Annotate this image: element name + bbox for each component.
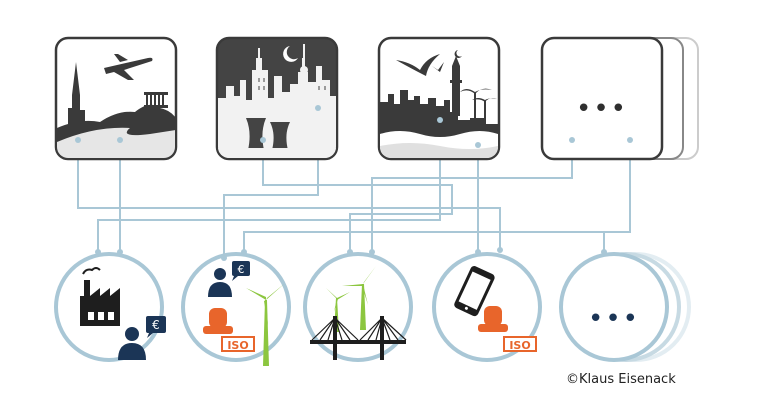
- euro-speech-bubble-icon: €: [232, 261, 250, 281]
- circle-sector-more: •••: [559, 252, 691, 362]
- minaret-icon: [450, 56, 462, 116]
- svg-text:ISO: ISO: [509, 339, 530, 352]
- skyline-shape: [218, 48, 336, 158]
- wind-turbine-icon: [342, 266, 376, 330]
- bird-icon: [432, 62, 444, 72]
- bird-icon: [396, 54, 440, 76]
- euro-speech-bubble-icon: €: [146, 316, 166, 338]
- connector-dots-bottom: [95, 247, 607, 261]
- crescent-icon: [454, 50, 462, 58]
- svg-text:€: €: [152, 318, 160, 332]
- bridge-icon: [310, 316, 407, 360]
- circle-sector-technology: ISO: [432, 252, 542, 362]
- svg-text:ISO: ISO: [227, 339, 248, 352]
- tv-tower-icon: [300, 44, 308, 84]
- connector-line: [77, 140, 501, 250]
- iso-stamp-icon: ISO: [203, 308, 255, 352]
- copyright-text: ©Klaus Eisenack: [566, 372, 676, 387]
- iso-stamp-icon: ISO: [478, 306, 537, 352]
- airplane-icon: [104, 54, 153, 80]
- businessman-icon: [208, 268, 232, 297]
- temple-icon: [144, 92, 168, 108]
- palm-tree-icon: [460, 88, 497, 122]
- moon-icon: [283, 46, 298, 62]
- more-ellipsis: •••: [588, 304, 640, 334]
- circle-sector-infrastructure: [303, 252, 413, 362]
- tile-city-coastal: [377, 36, 501, 161]
- smartphone-icon: [454, 266, 495, 317]
- tile-city-industrial-night: [215, 36, 339, 161]
- factory-icon: [80, 267, 120, 326]
- more-ellipsis: •••: [576, 94, 628, 124]
- cooling-towers-icon: [246, 118, 290, 150]
- businessman-icon: [118, 327, 146, 360]
- tile-city-tourism: [54, 36, 178, 161]
- circle-sector-industry: €: [54, 252, 166, 362]
- svg-text:€: €: [238, 263, 245, 276]
- connector-dots-top: [75, 105, 633, 148]
- tile-city-more: •••: [540, 36, 699, 161]
- wind-turbine-icon: [246, 284, 284, 366]
- connector-line: [97, 120, 441, 252]
- connector-line: [243, 140, 631, 252]
- circle-sector-energy-business: € ISO: [181, 252, 291, 366]
- cathedral-spire-icon: [68, 62, 85, 130]
